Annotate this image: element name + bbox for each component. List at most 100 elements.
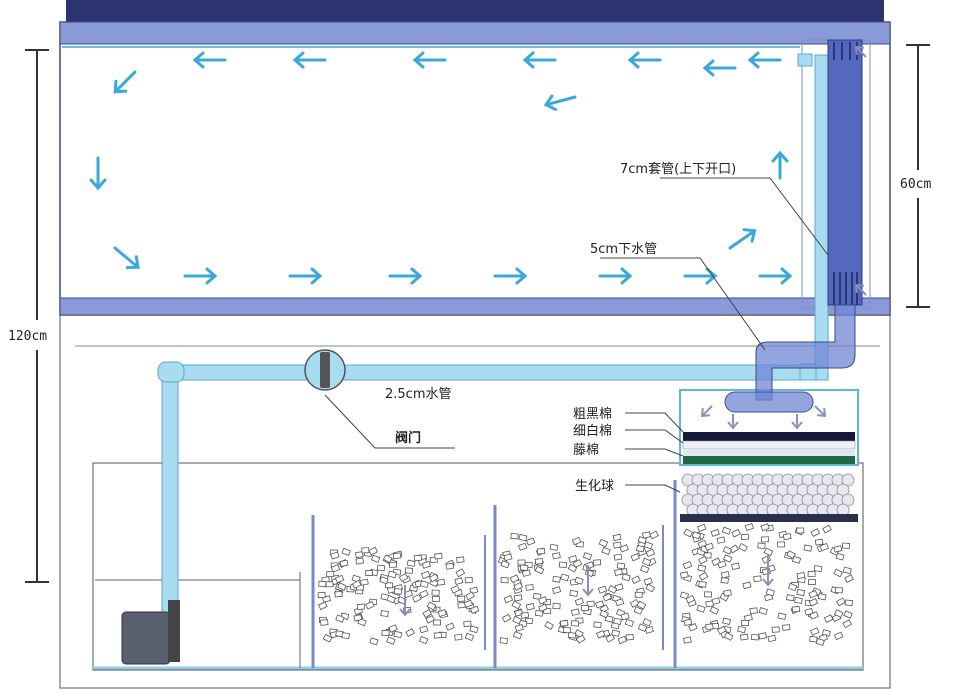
ceramic-ring — [445, 622, 455, 631]
ceramic-ring — [763, 547, 774, 557]
flow-arrow-icon — [854, 45, 867, 58]
ceramic-ring — [422, 609, 433, 618]
ceramic-ring — [597, 585, 608, 594]
ceramic-ring — [445, 562, 455, 570]
ceramic-ring — [503, 595, 514, 604]
ceramic-ring — [552, 552, 561, 560]
ceramic-media — [317, 523, 854, 646]
fine-white-sponge-layer — [682, 440, 856, 450]
ceramic-ring — [616, 562, 626, 570]
ceramic-ring — [809, 635, 818, 643]
ceramic-ring — [612, 533, 622, 541]
ceramic-ring — [723, 632, 734, 641]
sleeve-pipe-label: 7cm套管(上下开口) — [620, 161, 736, 177]
ceramic-ring — [534, 609, 544, 617]
ceramic-ring — [360, 578, 369, 586]
ceramic-ring — [465, 591, 475, 601]
drain-pipe — [724, 304, 856, 413]
ceramic-ring — [744, 523, 754, 532]
ceramic-ring — [717, 560, 727, 569]
bio-ball — [836, 483, 850, 497]
ceramic-ring — [644, 626, 654, 634]
ceramic-ring — [771, 626, 780, 633]
flow-arrow-icon — [598, 267, 633, 285]
ceramic-ring — [406, 559, 416, 567]
flow-arrow-icon — [627, 51, 662, 69]
ceramic-ring — [584, 561, 595, 570]
ceramic-ring — [611, 629, 621, 637]
ceramic-ring — [570, 620, 580, 627]
ceramic-ring — [337, 582, 347, 591]
ceramic-ring — [386, 594, 396, 604]
ceramic-ring — [322, 633, 333, 643]
ceramic-ring — [317, 592, 326, 599]
ceramic-ring — [777, 612, 787, 620]
total-height-label: 120cm — [8, 329, 47, 344]
ceramic-ring — [625, 633, 634, 641]
ceramic-ring — [777, 541, 786, 548]
ceramic-ring — [809, 611, 819, 620]
ceramic-ring — [682, 560, 693, 570]
flow-arrow-icon — [292, 51, 327, 69]
ceramic-ring — [613, 553, 623, 561]
ceramic-ring — [808, 579, 816, 585]
ceramic-ring — [420, 570, 431, 580]
ceramic-ring — [513, 581, 523, 591]
ceramic-ring — [385, 582, 394, 589]
ceramic-ring — [500, 577, 509, 584]
ceramic-ring — [330, 551, 340, 560]
sleeve-pipe — [827, 39, 863, 306]
ceramic-ring — [796, 572, 806, 580]
rattan-sponge-label: 藤棉 — [573, 443, 599, 458]
ceramic-ring — [517, 542, 528, 551]
ceramic-ring — [705, 623, 714, 630]
ceramic-ring — [570, 608, 580, 616]
ceramic-ring — [641, 557, 652, 567]
ceramic-ring — [637, 536, 647, 545]
valve[interactable] — [304, 349, 346, 391]
fine-white-sponge-label: 细白棉 — [573, 423, 612, 439]
ceramic-ring — [619, 544, 629, 553]
ceramic-ring — [833, 631, 844, 641]
ceramic-ring — [393, 630, 403, 639]
ceramic-ring — [353, 614, 363, 622]
bio-balls-label: 生化球 — [575, 479, 614, 494]
ceramic-ring — [696, 604, 706, 613]
ceramic-ring — [764, 593, 774, 602]
ceramic-ring — [765, 588, 775, 597]
ceramic-ring — [704, 591, 713, 598]
ceramic-ring — [393, 588, 402, 595]
coarse-black-sponge-label: 粗黑棉 — [573, 407, 612, 422]
ceramic-ring — [741, 620, 749, 626]
ceramic-ring — [334, 574, 345, 584]
ceramic-ring — [786, 594, 795, 602]
flow-arrow-icon — [493, 267, 528, 285]
ceramic-ring — [419, 625, 429, 634]
ceramic-ring — [355, 557, 365, 565]
ceramic-ring — [341, 547, 351, 556]
ceramic-ring — [520, 611, 530, 619]
ceramic-ring — [737, 625, 747, 634]
ceramic-ring — [376, 564, 386, 572]
ceramic-ring — [643, 577, 653, 586]
ceramic-ring — [810, 528, 821, 538]
ceramic-ring — [808, 590, 818, 599]
ceramic-ring — [753, 575, 762, 583]
ceramic-ring — [463, 599, 473, 608]
ceramic-ring — [558, 561, 568, 569]
flow-arrow-icon — [814, 405, 827, 418]
ceramic-ring — [382, 554, 393, 564]
ceramic-ring — [720, 571, 730, 579]
ceramic-ring — [512, 615, 522, 625]
ceramic-ring — [711, 557, 721, 567]
ceramic-ring — [698, 580, 707, 588]
drain-pipe-label: 5cm下水管 — [590, 242, 657, 257]
tank-bottom-frame — [59, 297, 891, 316]
ceramic-ring — [594, 600, 605, 609]
flow-arrow-icon — [89, 156, 107, 191]
ceramic-ring — [796, 527, 805, 534]
ceramic-ring — [683, 618, 693, 626]
flow-arrow-icon — [727, 414, 739, 430]
ceramic-ring — [537, 596, 548, 605]
dimension-lines — [25, 44, 930, 583]
